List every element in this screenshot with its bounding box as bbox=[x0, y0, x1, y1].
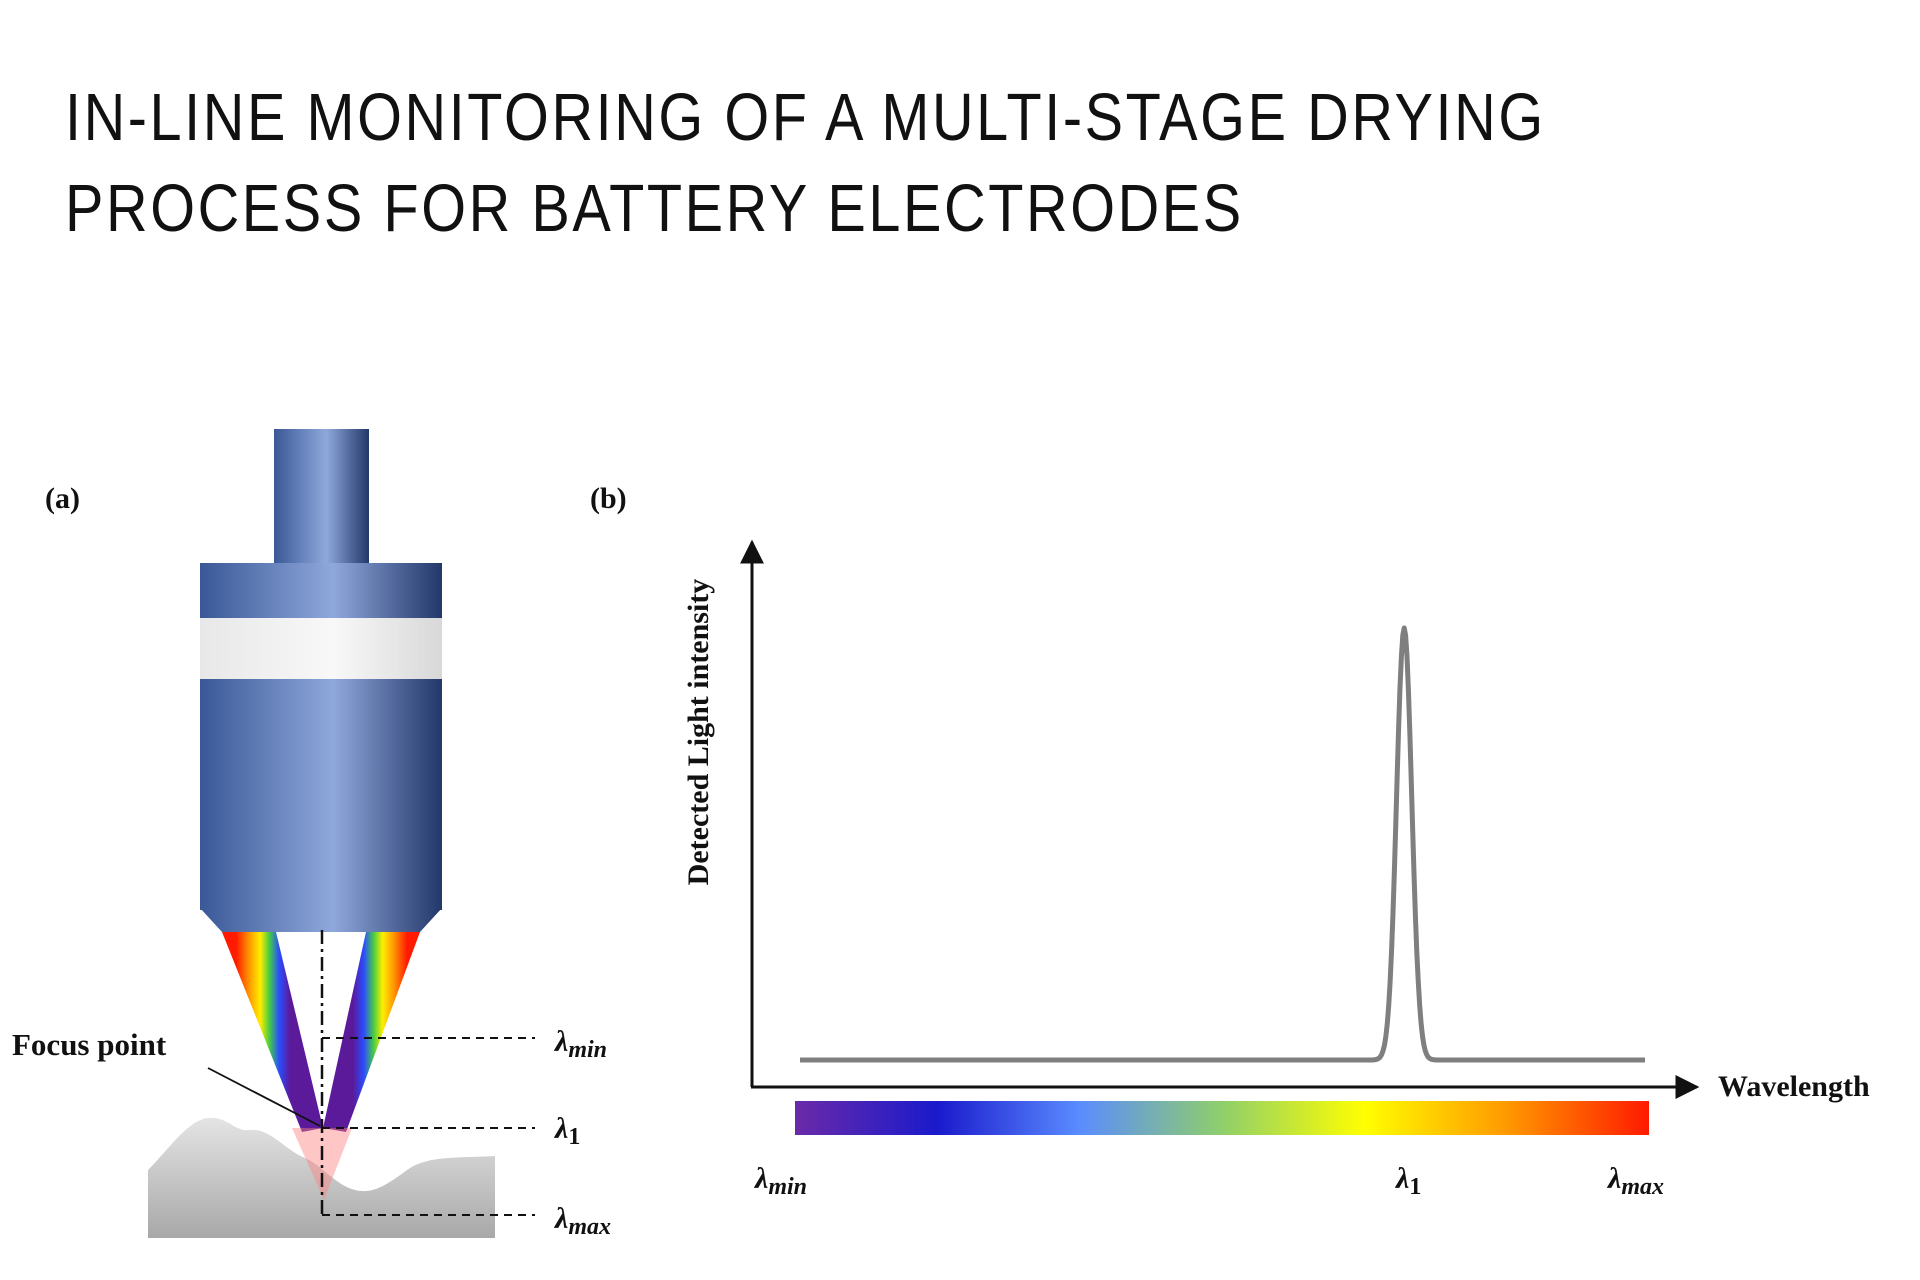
lambda-min-label-a: λmin bbox=[553, 1025, 607, 1063]
beam-left bbox=[222, 932, 323, 1132]
probe-body bbox=[200, 563, 442, 910]
lambda-max-label-a: λmax bbox=[553, 1202, 611, 1240]
panel-b-label: (b) bbox=[590, 482, 627, 515]
red-focus-cone bbox=[292, 1128, 352, 1200]
lambda-max-label-b: λmax bbox=[1606, 1162, 1664, 1200]
slide-title-line-2: PROCESS FOR BATTERY ELECTRODES bbox=[65, 171, 1244, 246]
slide-title-line-1: IN-LINE MONITORING OF A MULTI-STAGE DRYI… bbox=[65, 80, 1546, 155]
probe-stem bbox=[274, 429, 369, 563]
slide-title: IN-LINE MONITORING OF A MULTI-STAGE DRYI… bbox=[65, 72, 1630, 254]
panel-b: (b) Detected Light intensity Wavelength … bbox=[590, 482, 1870, 1200]
probe-band bbox=[200, 618, 442, 679]
beam-right bbox=[323, 932, 420, 1132]
panel-a: (a) λmin λ1 λmax Focus point bbox=[12, 429, 611, 1240]
focus-point-label: Focus point bbox=[12, 1027, 167, 1062]
x-axis-label: Wavelength bbox=[1718, 1070, 1870, 1103]
spectrum-bar bbox=[795, 1101, 1649, 1135]
probe-tip bbox=[200, 908, 442, 932]
lambda-1-label-b: λ1 bbox=[1394, 1162, 1421, 1200]
level-lines bbox=[322, 1037, 535, 1216]
focus-point-leader bbox=[207, 1067, 321, 1127]
lambda-1-label-a: λ1 bbox=[553, 1112, 580, 1150]
probe bbox=[200, 429, 442, 932]
spectrum-curve bbox=[798, 625, 1647, 1063]
lambda-min-label-b: λmin bbox=[753, 1162, 807, 1200]
y-axis-label: Detected Light intensity bbox=[682, 579, 715, 886]
panel-a-label: (a) bbox=[45, 482, 80, 515]
